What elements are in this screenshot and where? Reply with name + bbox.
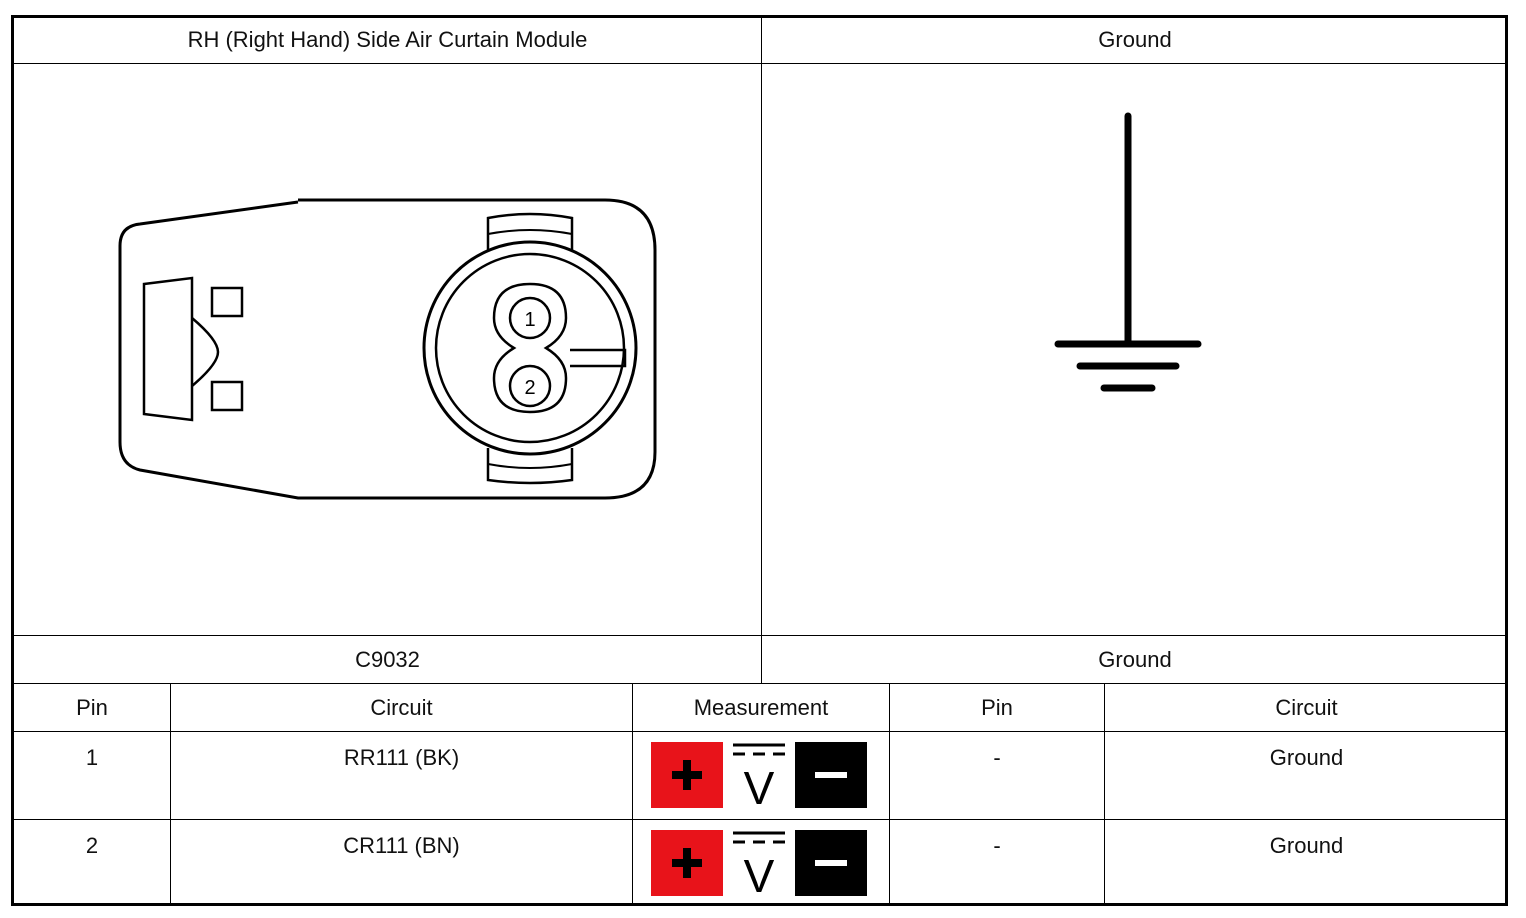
row-1-circuit: RR111 (BK) [343,745,460,770]
voltage-unit: V [744,850,775,896]
latch-notch [191,317,220,387]
row-2-circuit: CR111 (BN) [343,833,460,858]
socket-clip-bottom-rim [487,463,573,469]
row-1-ground-pin: - [993,745,1001,770]
divider-col-1 [170,683,171,905]
divider-center-top [761,17,762,684]
ground-label: Ground [1098,646,1172,672]
divider-col-3 [889,683,890,905]
dc-voltage-icon: V [733,742,785,814]
pin-cavity-outline [492,282,568,414]
row-1-ground-circuit: Ground [1269,745,1344,770]
rule-under-row-1 [13,819,1508,820]
socket-clip-top-rim [487,229,573,235]
socket-clip-top [486,212,574,250]
voltage-unit: V [744,762,775,808]
connector-id: C9032 [355,646,420,672]
rule-under-diagrams [13,635,1508,636]
connector-diagram: 1 2 [118,198,657,500]
socket-clip-bottom [486,448,574,485]
row-2-measurement: V [651,830,867,902]
dc-voltage-icon: V [733,830,785,902]
column-header-pin: Pin [76,694,108,720]
socket-keyway [570,348,627,368]
row-2-ground-pin: - [993,833,1001,858]
connector-housing-outline [118,198,657,500]
socket-inner-ring [434,252,626,444]
column-header-ground-circuit: Circuit [1275,694,1338,720]
socket-outer-ring [422,240,638,456]
latch-tab-bottom [210,380,244,412]
ground-title: Ground [1098,27,1172,52]
positive-probe-icon [651,742,723,808]
row-1-pin: 1 [85,745,99,770]
row-2-pin: 2 [85,833,99,858]
pin-2-ring [508,364,552,408]
rule-under-header [13,63,1508,64]
pin-1-ring [508,296,552,340]
pin-2-label: 2 [524,377,535,399]
divider-col-2 [632,683,633,905]
negative-probe-icon [795,830,867,896]
ground-symbol [1054,112,1202,392]
pinout-table-frame [11,15,1508,906]
latch-tab-top [210,286,244,318]
pin-1-label: 1 [524,309,535,331]
column-header-measurement: Measurement [693,694,829,720]
column-header-circuit: Circuit [370,694,433,720]
row-1-measurement: V [651,742,867,814]
divider-col-4 [1104,683,1105,905]
negative-probe-icon [795,742,867,808]
positive-probe-icon [651,830,723,896]
rule-under-columns [13,731,1508,732]
column-header-ground-pin: Pin [981,694,1013,720]
rule-under-connector-id [13,683,1508,684]
latch-outline [142,276,194,422]
row-2-ground-circuit: Ground [1269,833,1344,858]
module-title: RH (Right Hand) Side Air Curtain Module [187,27,588,52]
